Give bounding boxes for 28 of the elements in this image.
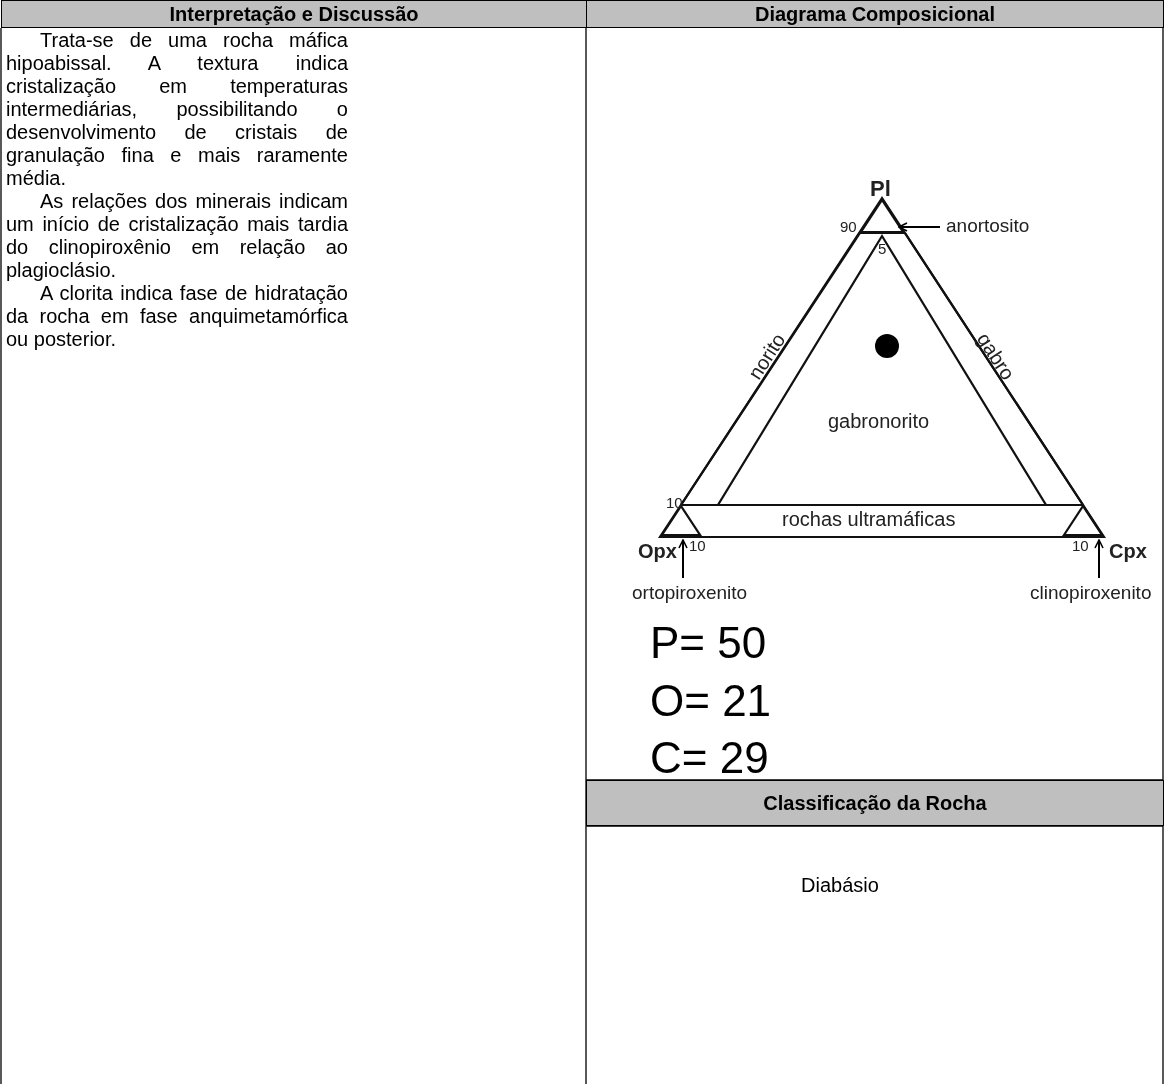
composition-value: P= 50 bbox=[650, 618, 767, 668]
composition-value: C= 29 bbox=[650, 733, 769, 783]
diagram-label: 10 bbox=[666, 494, 683, 511]
leader-label: clinopiroxenito bbox=[1030, 582, 1152, 604]
paragraph: A clorita indica fase de hidratação da rocha em fase anquimetamórfica ou posterior. bbox=[6, 282, 348, 351]
diagram-label: Opx bbox=[638, 540, 677, 563]
diagram-label: rochas ultramáficas bbox=[782, 508, 956, 531]
diagram-label: 5 bbox=[878, 240, 887, 257]
diagram-label: Pl bbox=[870, 176, 891, 202]
leader-arrow bbox=[678, 539, 688, 579]
column-header: Classificação da Rocha bbox=[586, 780, 1164, 826]
paragraph: As relações dos minerais indicam um início de cristalização mais tardia do clinopiroxênio em relação ao plagioclásio. bbox=[6, 190, 348, 282]
paragraph: Trata-se de uma rocha máfica hipoabissal. A textura indica cristalização em temperaturas intermediárias, possibilitando o desenvolvimento de cristais de granulação fina e mais raramente média. bbox=[6, 29, 348, 190]
classification-value: Diabásio bbox=[801, 874, 879, 897]
leader-label: anortosito bbox=[946, 215, 1030, 237]
diagram-label: 90 bbox=[840, 218, 857, 235]
diagram-label: gabronorito bbox=[828, 410, 930, 433]
leader-arrow bbox=[898, 222, 941, 232]
corner-field bbox=[858, 198, 906, 234]
diagram-label: 10 bbox=[1072, 537, 1089, 554]
leader-arrow bbox=[1094, 539, 1104, 579]
diagram-label: 10 bbox=[689, 537, 706, 554]
leader-label: ortopiroxenito bbox=[632, 582, 748, 604]
column-header: Diagrama Composicional bbox=[586, 0, 1164, 28]
composition-value: O= 21 bbox=[650, 676, 772, 726]
column-header: Interpretação e Discussão bbox=[1, 0, 587, 28]
diagram-label: Cpx bbox=[1109, 540, 1147, 563]
corner-field bbox=[1061, 504, 1105, 537]
